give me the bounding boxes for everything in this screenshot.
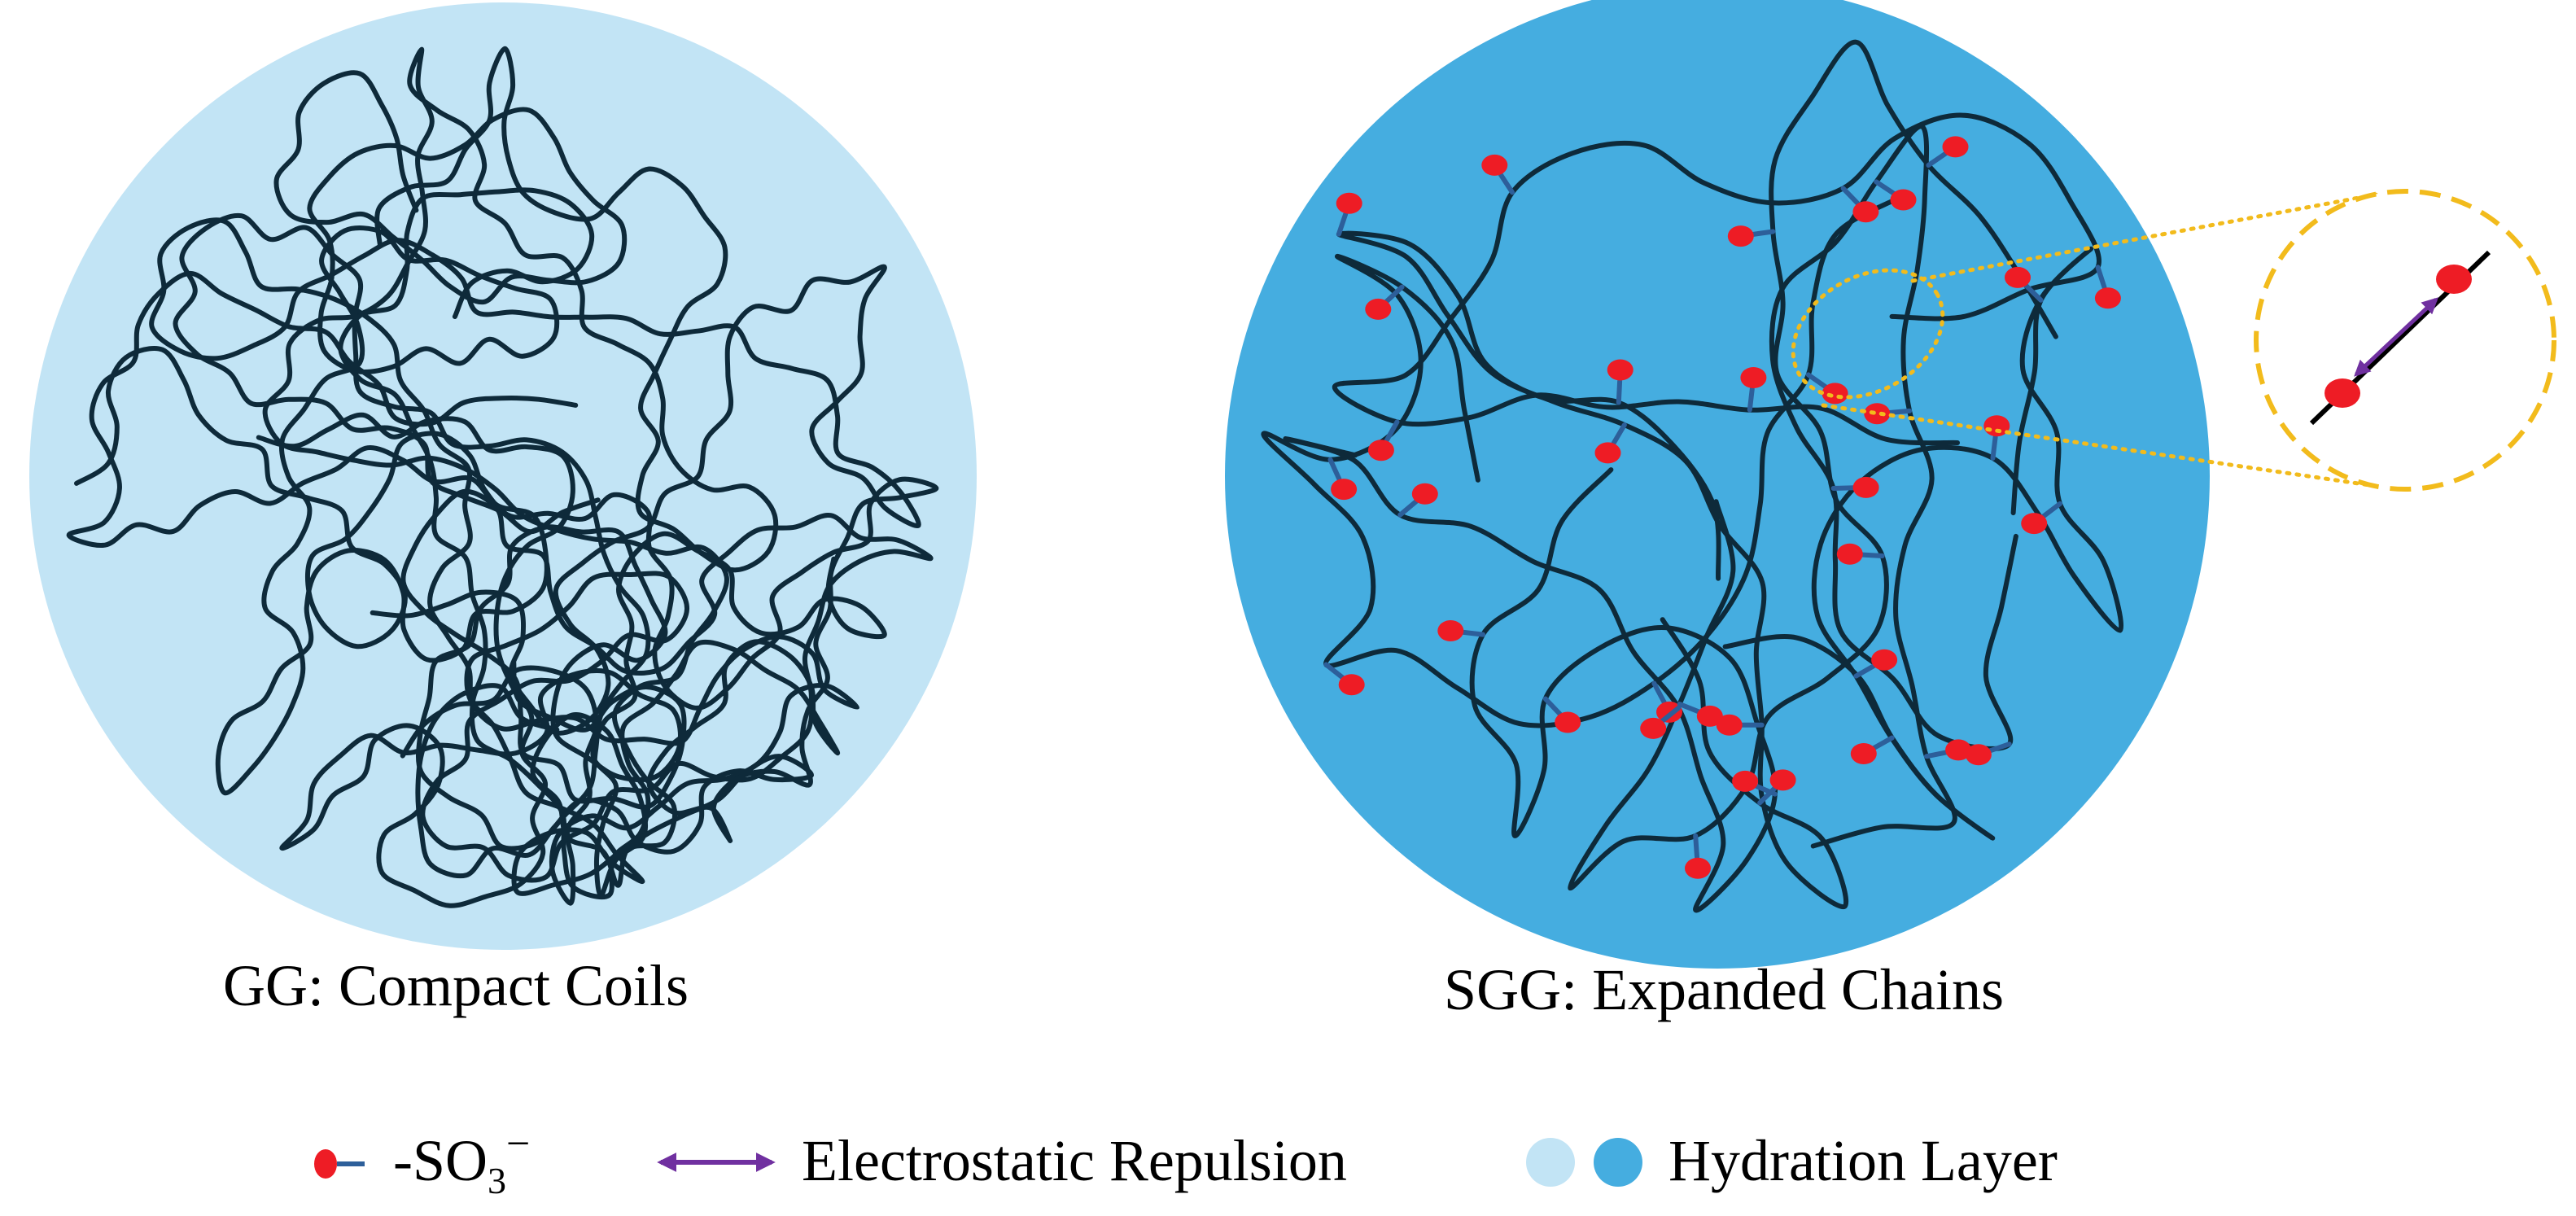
sulfonate-group bbox=[1822, 383, 1848, 405]
zoom-repulsion-arrow bbox=[2354, 297, 2438, 377]
sulfonate-group bbox=[2021, 513, 2048, 535]
sulfonate-stem bbox=[1753, 783, 1778, 797]
sulfonate-stem bbox=[1990, 435, 1998, 461]
sulfonate-group bbox=[2005, 266, 2031, 288]
sulfonate-group bbox=[1732, 770, 1759, 792]
sgg-caption: SGG: Expanded Chains bbox=[1444, 957, 2004, 1022]
sulfonate-group bbox=[1331, 479, 1358, 501]
sulfonate-stem bbox=[1677, 702, 1702, 715]
legend-hydration-light-icon bbox=[1526, 1138, 1575, 1187]
sulfonate-stem bbox=[1542, 696, 1563, 717]
sulfonate-group bbox=[1640, 717, 1667, 739]
legend-sulfonate-prefix: -SO bbox=[393, 1128, 488, 1193]
sulfonate-group bbox=[1338, 674, 1365, 696]
sulfonate-stem bbox=[1805, 372, 1829, 390]
gg-caption: GG: Compact Coils bbox=[223, 953, 689, 1018]
sulfonate-stem bbox=[1459, 629, 1485, 637]
sulfonate-group bbox=[1336, 192, 1362, 214]
sulfonate-stem bbox=[1886, 408, 1913, 416]
sulfonate-group bbox=[1942, 136, 1969, 158]
legend-hydration-item: Hydration Layer bbox=[1526, 1128, 2058, 1193]
zoom-connector-bottom bbox=[1821, 403, 2383, 489]
sulfonate-group bbox=[1864, 403, 1891, 425]
sulfonate-stem bbox=[2095, 265, 2107, 290]
sulfonate-group bbox=[1769, 769, 1796, 791]
sulfonate-group bbox=[1656, 701, 1682, 723]
sulfonate-group bbox=[1367, 440, 1394, 461]
gg-panel: GG: Compact Coils bbox=[29, 2, 977, 1018]
sulfonate-stem bbox=[1327, 457, 1342, 482]
legend-sulfonate-superscript: − bbox=[506, 1121, 530, 1167]
sulfonate-stem bbox=[1874, 179, 1896, 196]
sulfonate-group bbox=[1965, 744, 1992, 766]
sulfonate-stem bbox=[1923, 750, 1950, 759]
sulfonate-group bbox=[1727, 225, 1754, 247]
sulfonate-group bbox=[1852, 201, 1879, 223]
sulfonate-stem bbox=[1853, 663, 1877, 679]
legend-hydration-dark-icon bbox=[1594, 1138, 1642, 1187]
sulfonate-stem bbox=[1871, 735, 1895, 751]
sulfonate-group bbox=[1365, 298, 1392, 320]
sulfonate-group bbox=[1685, 857, 1711, 879]
gg-coil-strand bbox=[173, 212, 683, 908]
sulfonate-stem bbox=[1747, 386, 1755, 413]
sulfonate-group bbox=[1740, 367, 1767, 388]
gg-coil-strand bbox=[66, 70, 628, 796]
zoom-sulfonate-group-lower bbox=[2325, 378, 2360, 408]
sulfonate-stem bbox=[1498, 172, 1515, 195]
sulfonate-stem bbox=[1611, 422, 1627, 446]
legend-hydration-label: Hydration Layer bbox=[1668, 1128, 2058, 1193]
sulfonate-group bbox=[1411, 483, 1438, 505]
sulfonate-stem bbox=[1384, 419, 1400, 443]
sulfonate-stem bbox=[1616, 378, 1623, 405]
sgg-sulfonate-groups bbox=[1323, 136, 2121, 879]
sgg-panel: SGG: Expanded Chains bbox=[1225, 0, 2556, 1022]
legend-sulfonate-subscript: 3 bbox=[488, 1160, 506, 1201]
sulfonate-stem bbox=[1336, 212, 1349, 237]
sulfonate-group bbox=[1696, 705, 1723, 727]
sulfonate-group bbox=[1607, 359, 1634, 381]
sulfonate-group bbox=[1945, 739, 1972, 761]
sulfonate-group bbox=[2094, 287, 2121, 309]
sgg-hydration-layer bbox=[1225, 0, 2210, 969]
legend-repulsion-label: Electrostatic Repulsion bbox=[802, 1128, 1347, 1193]
sulfonate-stem bbox=[2023, 282, 2044, 303]
legend-sulfonate-label: -SO3− bbox=[393, 1121, 530, 1201]
sulfonate-stem bbox=[1749, 229, 1776, 238]
zoom-source-ellipse bbox=[1791, 268, 1945, 400]
sulfonate-stem bbox=[1693, 833, 1699, 860]
sulfonate-stem bbox=[1384, 284, 1405, 304]
sulfonate-stem bbox=[1397, 498, 1419, 518]
sulfonate-group bbox=[1555, 711, 1581, 733]
sulfonate-group bbox=[1836, 543, 1863, 565]
sulfonate-group bbox=[1890, 189, 1917, 211]
zoom-magnified-circle bbox=[2254, 189, 2556, 492]
sulfonate-stem bbox=[2040, 501, 2062, 519]
sulfonate-group bbox=[1594, 442, 1621, 464]
sulfonate-stem bbox=[1858, 552, 1885, 558]
sulfonate-group bbox=[1716, 714, 1743, 736]
sulfonate-group bbox=[1850, 743, 1877, 764]
sulfonate-stem bbox=[1660, 705, 1682, 724]
sulfonate-group bbox=[1437, 620, 1464, 641]
sulfonate-stem bbox=[1987, 741, 2012, 754]
sulfonate-group bbox=[1852, 476, 1879, 498]
gg-coil-strand bbox=[400, 488, 934, 896]
zoom-sulfonate-group-upper bbox=[2436, 265, 2472, 294]
legend: -SO3− Electrostatic Repulsion Hydration … bbox=[314, 1121, 2058, 1201]
sulfonate-group bbox=[1871, 649, 1898, 671]
sulfonate-stem bbox=[1840, 186, 1861, 207]
legend-sulfonate-item: -SO3− bbox=[314, 1121, 530, 1201]
sulfonate-group bbox=[1481, 154, 1508, 176]
zoom-connector-top bbox=[1910, 191, 2383, 283]
gg-coil-strand bbox=[262, 46, 887, 898]
gg-compact-coils bbox=[66, 46, 939, 908]
sulfonate-stem bbox=[1323, 662, 1345, 680]
sulfonate-stem bbox=[1651, 680, 1667, 705]
legend-repulsion-item: Electrostatic Repulsion bbox=[657, 1128, 1347, 1193]
legend-sulfonate-icon bbox=[314, 1149, 337, 1179]
sulfonate-stem bbox=[1926, 151, 1948, 168]
